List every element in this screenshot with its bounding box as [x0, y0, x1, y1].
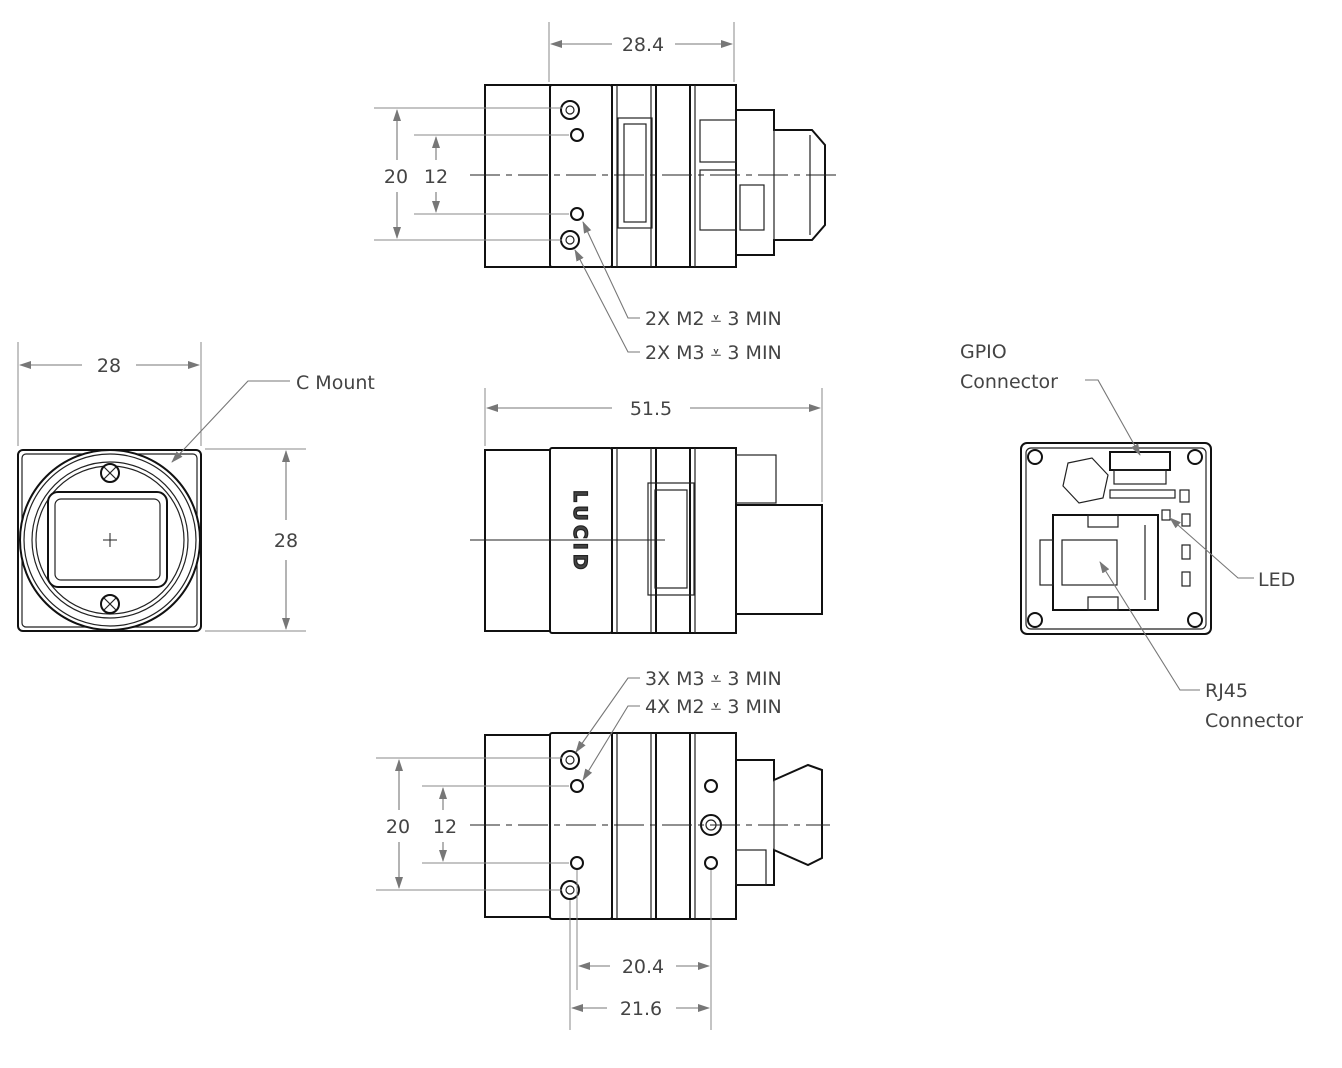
rj45-port: [1052, 514, 1159, 611]
top-view: 28.4 20 12 2X M2 ⩡ 3 MIN 2X M3 ⩡ 3 MIN: [374, 22, 840, 364]
bottom-m2-hole-4: [704, 856, 718, 870]
bottom-m2-hole-1: [570, 779, 584, 793]
callout-c-mount: C Mount: [296, 372, 375, 394]
callout-rj45-line1: RJ45: [1205, 680, 1248, 702]
callout-gpio-line2: Connector: [960, 371, 1058, 393]
callout-gpio-line1: GPIO: [960, 341, 1007, 363]
top-m2-hole-lower: [570, 207, 584, 221]
top-m3-hole-upper: [560, 100, 580, 120]
dim-top-height-outer: 20: [384, 166, 408, 188]
bottom-m2-hole-3: [704, 779, 718, 793]
dim-side-length: 51.5: [630, 398, 672, 420]
front-view: 28 28 C Mount: [17, 342, 375, 632]
led-indicator: [1161, 509, 1171, 521]
dim-top-height-inner: 12: [424, 166, 448, 188]
callout-led: LED: [1258, 569, 1295, 591]
dim-front-height: 28: [274, 530, 298, 552]
dim-front-width: 28: [97, 355, 121, 377]
rear-view: GPIO Connector LED RJ45 Connector: [960, 341, 1303, 732]
lucid-logo: LUCID: [569, 490, 591, 574]
callout-rj45-line2: Connector: [1205, 710, 1303, 732]
dim-bottom-height-inner: 12: [433, 816, 457, 838]
callout-bottom-m3: 3X M3 ⩡ 3 MIN: [645, 668, 782, 690]
bottom-m3-hole-1: [560, 750, 580, 770]
side-view: LUCID 51.5: [470, 388, 823, 634]
bottom-m3-hole-2: [560, 880, 580, 900]
callout-bottom-m2: 4X M2 ⩡ 3 MIN: [645, 696, 782, 718]
dim-bottom-height-outer: 20: [386, 816, 410, 838]
bottom-m2-hole-2: [570, 856, 584, 870]
top-m3-hole-lower: [560, 230, 580, 250]
dim-bottom-spacing-a: 20.4: [622, 956, 664, 978]
callout-top-m2: 2X M2 ⩡ 3 MIN: [645, 308, 782, 330]
callout-top-m3: 2X M3 ⩡ 3 MIN: [645, 342, 782, 364]
dim-top-width: 28.4: [622, 34, 664, 56]
bottom-view: 20 12 20.4 21.6 3X M3 ⩡ 3 MIN 4X M2 ⩡ 3 …: [376, 668, 830, 1030]
top-m2-hole-upper: [570, 128, 584, 142]
dim-bottom-spacing-b: 21.6: [620, 998, 662, 1020]
